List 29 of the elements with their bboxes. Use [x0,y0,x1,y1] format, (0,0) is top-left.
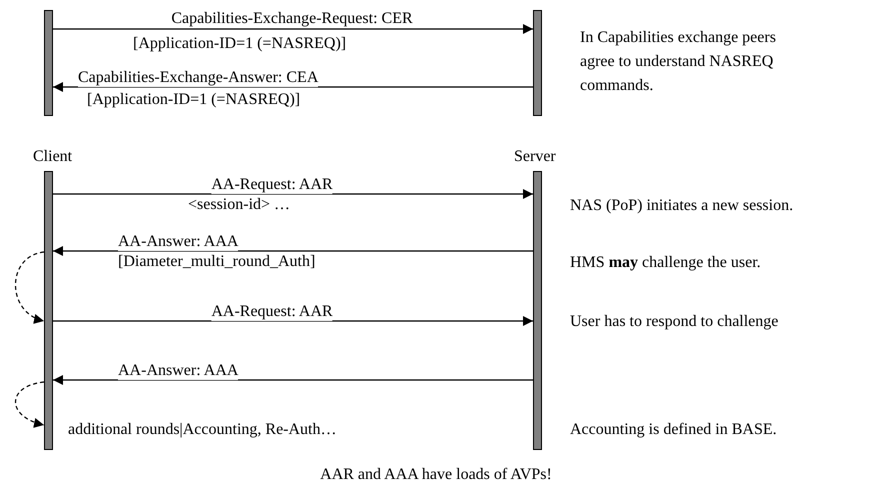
edge-label: AA-Request: AAR [211,176,333,194]
message-arrow [53,375,533,385]
note: User has to respond to challenge [570,313,778,331]
edge-label: AA-Answer: AAA [118,362,238,380]
note: additional rounds|Accounting, Re-Auth… [68,421,336,439]
loop-arrow [15,381,44,428]
note: In Capabilities exchange peers agree to understand NASREQ commands. [580,28,777,96]
note: Accounting is defined in BASE. [570,421,777,439]
lifeline-bar [533,10,542,116]
message-arrow [53,24,533,34]
edge-label: Capabilities-Exchange-Answer: CEA [78,69,318,87]
lifeline-heading: Server [514,148,556,166]
loop-arrow [14,251,44,323]
edge-label: AA-Answer: AAA [118,233,238,251]
note: NAS (PoP) initiates a new session. [570,197,794,215]
lifeline-heading: Client [33,148,72,166]
message-parameter: [Application-ID=1 (=NASREQ)] [133,35,346,53]
message-parameter: <session-id> … [188,196,290,214]
edge-label: Capabilities-Exchange-Request: CER [171,10,413,28]
edge-label: AA-Request: AAR [211,303,333,321]
message-parameter: [Diameter_multi_round_Auth] [118,253,316,271]
caption: AAR and AAA have loads of AVPs! [320,466,552,484]
message-arrow [53,316,533,326]
message-arrow [53,246,533,256]
note: HMS may challenge the user. [570,254,761,272]
lifeline-bar [44,10,53,116]
message-arrow [53,82,533,92]
message-parameter: [Application-ID=1 (=NASREQ)] [87,91,300,109]
message-arrow [53,189,533,199]
